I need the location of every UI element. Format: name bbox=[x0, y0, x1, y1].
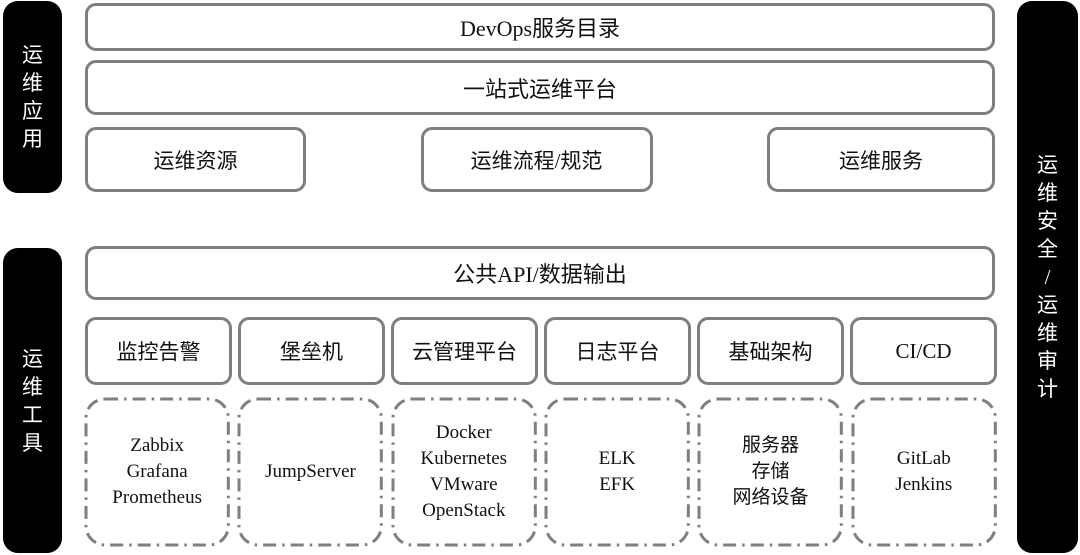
dash-dot-border bbox=[84, 397, 230, 547]
ops-security-audit-side-bar-label: 运 维 安 全 / 运 维 审 计 bbox=[1037, 153, 1058, 401]
ops-application-side-bar: 运 维 应 用 bbox=[3, 1, 62, 193]
tool-group-box: GitLab Jenkins bbox=[851, 397, 997, 547]
dash-dot-border bbox=[851, 397, 997, 547]
tool-category-box-label: 云管理平台 bbox=[412, 340, 517, 364]
public-api-data-output-label: 公共API/数据输出 bbox=[453, 262, 627, 287]
tool-category-box-label: 日志平台 bbox=[575, 340, 660, 364]
ops-application-sub-box: 运维流程/规范 bbox=[420, 127, 653, 192]
ops-application-sub-box-label: 运维流程/规范 bbox=[470, 148, 603, 173]
tool-group-box-labels: GitLab Jenkins bbox=[895, 448, 953, 495]
tool-category-row: 监控告警 堡垒机 云管理平台 日志平台 基础架构 CI/CD bbox=[85, 317, 997, 385]
tool-group-box: Zabbix Grafana Prometheus bbox=[84, 397, 230, 547]
ops-tools-side-bar-label: 运 维 工 具 bbox=[22, 346, 43, 455]
tool-group-box-labels: 服务器 存储 网络设备 bbox=[732, 435, 809, 508]
tool-group-box: 服务器 存储 网络设备 bbox=[697, 397, 844, 547]
ops-application-sub-box-label: 运维服务 bbox=[839, 148, 923, 173]
tool-group-box-labels: Zabbix Grafana Prometheus bbox=[112, 435, 203, 508]
tool-category-box: 日志平台 bbox=[544, 317, 691, 385]
dash-dot-border bbox=[237, 397, 384, 547]
tool-group-row: Zabbix Grafana Prometheus JumpServer Doc… bbox=[84, 397, 997, 547]
tool-category-box-label: CI/CD bbox=[895, 338, 952, 363]
tool-category-box: 基础架构 bbox=[697, 317, 844, 385]
one-stop-ops-platform-label: 一站式运维平台 bbox=[462, 76, 617, 102]
tool-category-box: CI/CD bbox=[850, 317, 997, 385]
ops-security-audit-side-bar: 运 维 安 全 / 运 维 审 计 bbox=[1017, 1, 1078, 553]
ops-application-sub-box-label: 运维资源 bbox=[153, 148, 238, 173]
tool-category-box-label: 基础架构 bbox=[728, 340, 813, 364]
devops-service-catalog-label: DevOps服务目录 bbox=[459, 16, 621, 41]
tool-category-box: 云管理平台 bbox=[391, 317, 538, 385]
tool-group-box-labels: Docker Kubernetes VMware OpenStack bbox=[420, 422, 508, 521]
tool-category-box: 监控告警 bbox=[85, 317, 232, 385]
tool-category-box-label: 监控告警 bbox=[116, 340, 201, 364]
tool-group-box: Docker Kubernetes VMware OpenStack bbox=[391, 397, 537, 547]
ops-application-sub-box: 运维服务 bbox=[767, 127, 995, 192]
ops-application-sub-box: 运维资源 bbox=[85, 127, 306, 192]
tool-category-box-label: 堡垒机 bbox=[280, 340, 343, 364]
tool-group-box: JumpServer bbox=[237, 397, 384, 547]
tool-category-box: 堡垒机 bbox=[238, 317, 385, 385]
devops-service-catalog-box: DevOps服务目录 bbox=[85, 3, 995, 51]
ops-application-side-bar-label: 运 维 应 用 bbox=[22, 43, 43, 151]
tool-group-box-labels: ELK EFK bbox=[598, 448, 636, 495]
dash-dot-border bbox=[697, 397, 844, 547]
dash-dot-border bbox=[391, 397, 537, 547]
dash-dot-border bbox=[544, 397, 690, 547]
ops-tools-side-bar: 运 维 工 具 bbox=[3, 248, 62, 553]
public-api-data-output-box: 公共API/数据输出 bbox=[85, 246, 995, 300]
ops-application-sub-boxes-row: 运维资源 运维流程/规范 运维服务 bbox=[85, 127, 995, 192]
one-stop-ops-platform-box: 一站式运维平台 bbox=[85, 60, 995, 115]
tool-group-box: ELK EFK bbox=[544, 397, 690, 547]
tool-group-box-labels: JumpServer bbox=[265, 461, 356, 482]
